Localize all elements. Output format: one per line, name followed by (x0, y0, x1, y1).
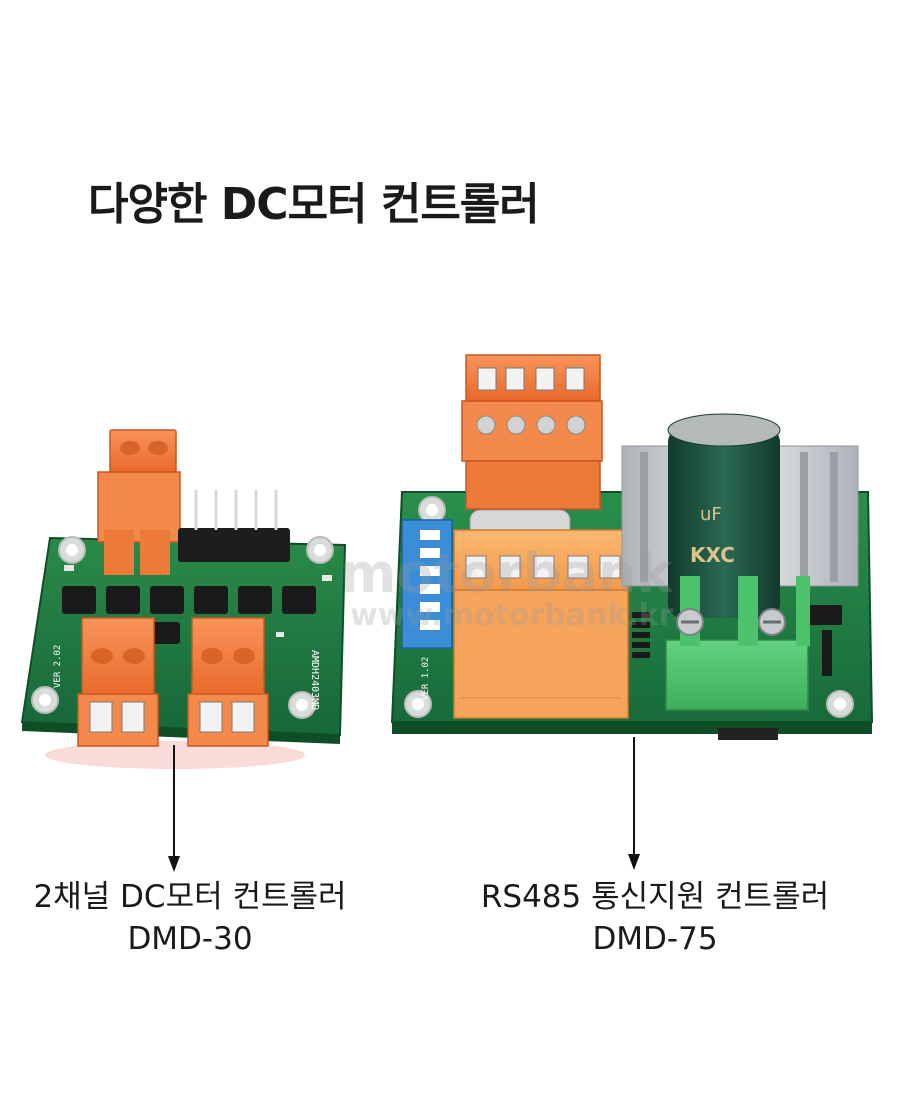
right-top-terminal (461, 354, 603, 510)
product-model: DMD-30 (127, 921, 253, 957)
product-name: RS485 통신지원 컨트롤러 (480, 879, 830, 915)
product-caption-dmd75: RS485 통신지원 컨트롤러 DMD-75 (470, 876, 840, 960)
arrow-right (628, 737, 640, 870)
left-controller-board: VER 2.02 AMDH2403MD (20, 429, 347, 769)
electrolytic-capacitor: KXC uF (667, 413, 781, 618)
page-title: 다양한 DC모터 컨트롤러 (88, 179, 540, 230)
watermark: motorbank (340, 542, 673, 605)
watermark-url: www.motorbank.kr (350, 598, 674, 633)
product-caption-dmd30: 2채널 DC모터 컨트롤러 DMD-30 (20, 876, 360, 960)
right-power-terminal (665, 576, 810, 711)
left-board-silk: VER 2.02 (53, 645, 63, 688)
product-model: DMD-75 (592, 921, 718, 957)
left-pin-header (178, 490, 290, 562)
product-name: 2채널 DC모터 컨트롤러 (33, 879, 347, 915)
left-top-terminal (97, 429, 181, 575)
arrow-left (168, 745, 180, 872)
left-bottom-terminal-2 (187, 617, 269, 747)
dip-switch (401, 519, 453, 649)
capacitor-label: KXC (690, 543, 735, 567)
right-controller-board: VER 1.02 (390, 354, 874, 740)
left-bottom-terminal-1 (77, 617, 159, 747)
right-board-silk: VER 1.02 (421, 657, 431, 700)
capacitor-value: uF (700, 504, 722, 525)
right-peach-terminal (453, 529, 629, 719)
svg-text:AMDH2403MD: AMDH2403MD (309, 650, 320, 710)
